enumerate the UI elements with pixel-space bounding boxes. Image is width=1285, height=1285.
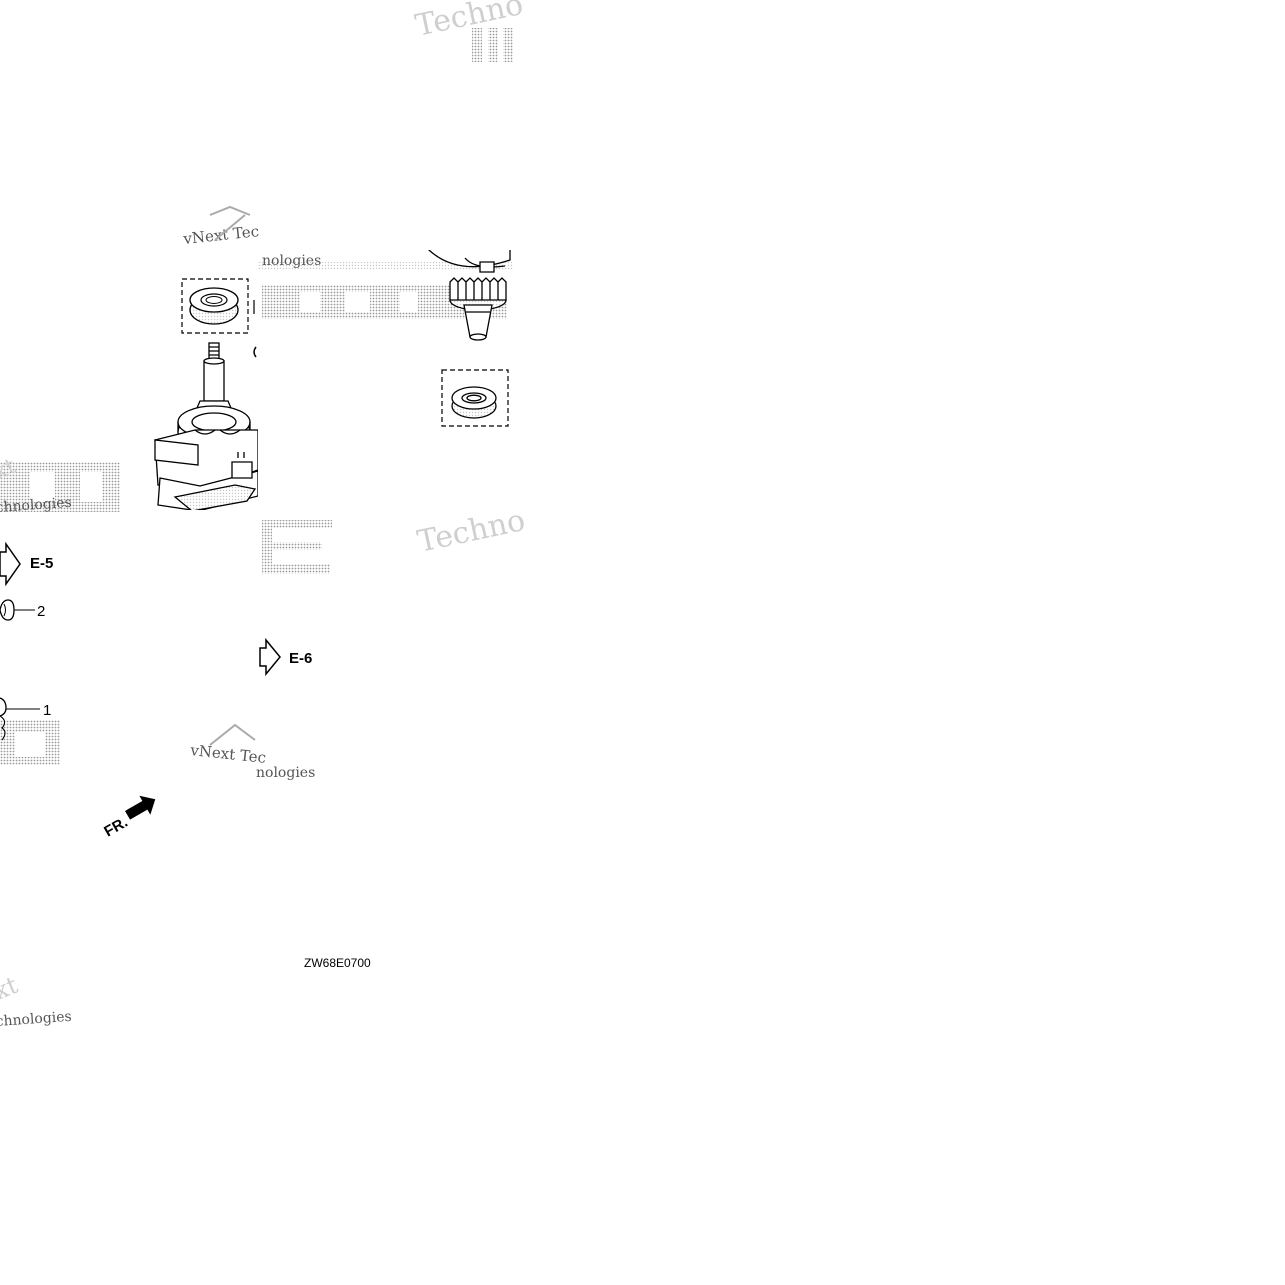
diagram-code: ZW68E0700	[304, 956, 371, 970]
watermark-stroke-bottom	[209, 723, 256, 746]
watermark-technologies-mid: Techno	[414, 503, 528, 560]
watermark-chnologies-bottom: chnologies	[0, 1009, 72, 1030]
ref-e5[interactable]: E-5	[0, 541, 53, 587]
gear-fragment-icon	[0, 697, 7, 717]
watermark-stroke-top	[209, 205, 251, 241]
ref-e6-label: E-6	[289, 650, 312, 667]
watermark-xt-bottom: xt	[0, 971, 22, 1006]
drive-gear-icon	[428, 250, 511, 341]
watermark-nologies-bottom: nologies	[256, 765, 315, 781]
bearing-detail-box	[181, 278, 249, 334]
woodruff-key-icon	[0, 599, 15, 621]
watermark-layer: Techno Techno vNext Tec nologies vNext T…	[0, 0, 528, 1030]
crankshaft-icon	[154, 342, 258, 510]
watermark-nologies-top: nologies	[262, 253, 321, 269]
ref-e5-label: E-5	[30, 555, 53, 572]
front-label: FR.	[101, 814, 130, 841]
part-1-label: 1	[43, 702, 51, 719]
bearing-icon	[189, 287, 239, 325]
part-1-gear[interactable]: 1	[0, 697, 51, 741]
crankshaft-assembly	[154, 278, 258, 510]
ref-e6[interactable]: E-6	[259, 637, 312, 677]
front-direction-indicator: FR.	[101, 795, 156, 841]
front-arrow-icon	[125, 795, 156, 820]
oil-seal-icon	[451, 386, 497, 419]
arrow-right-icon	[259, 637, 281, 677]
watermark-vnext-bottom: vNext Tec	[189, 741, 267, 767]
oil-seal-detail-box	[441, 369, 509, 427]
part-2-label: 2	[37, 603, 45, 620]
watermark-chnologies-mid: chnologies	[0, 495, 72, 516]
drive-gear-assembly	[428, 250, 511, 427]
arrow-right-icon	[0, 541, 21, 587]
watermark-brand-letters	[0, 28, 513, 765]
part-2-key[interactable]: 2	[0, 599, 45, 621]
